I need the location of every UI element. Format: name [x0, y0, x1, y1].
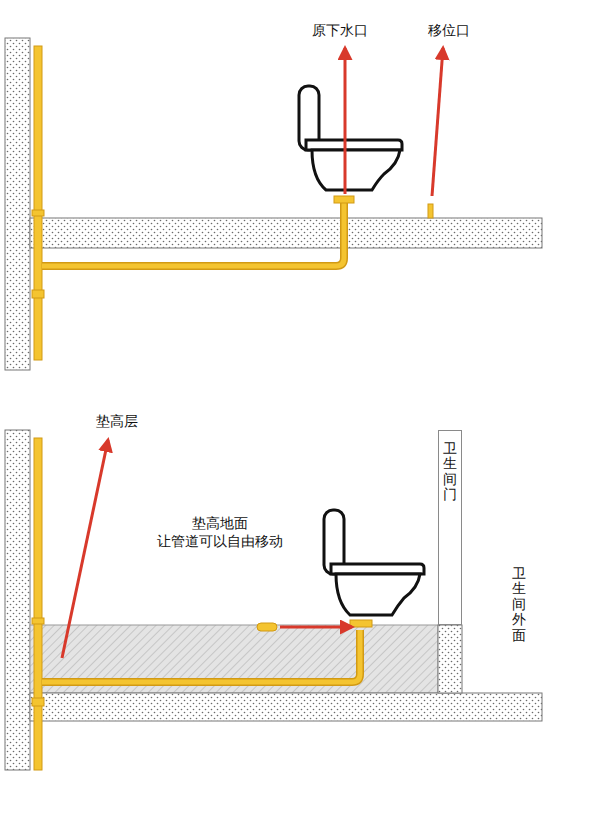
door-column: 卫生间门	[438, 430, 462, 625]
top-section	[5, 38, 542, 370]
floor-slab	[30, 693, 542, 721]
door-threshold	[438, 625, 462, 693]
relocated-stub	[428, 204, 433, 218]
callout-label: 原下水口	[312, 21, 368, 39]
leader-arrow	[62, 440, 108, 658]
drain-pipe	[32, 438, 372, 770]
door-label: 卫生间门	[443, 441, 457, 503]
wall	[5, 38, 30, 370]
callout-label: 移位口	[428, 21, 470, 39]
callout-label: 垫高层	[96, 412, 138, 430]
relocated-stub	[257, 623, 277, 631]
floor-slab	[30, 218, 542, 248]
leader-arrow	[432, 48, 443, 196]
wall	[5, 430, 30, 770]
toilet	[299, 86, 402, 190]
note-text: 垫高地面 让管道可以自由移动	[140, 514, 300, 550]
drain-pipe	[32, 46, 354, 360]
area-label: 卫生间外面	[512, 566, 526, 643]
raised-layer	[30, 625, 438, 693]
bottom-section	[5, 430, 542, 770]
leader-arrow	[344, 48, 347, 194]
move-arrow	[280, 626, 352, 629]
toilet	[324, 510, 424, 615]
